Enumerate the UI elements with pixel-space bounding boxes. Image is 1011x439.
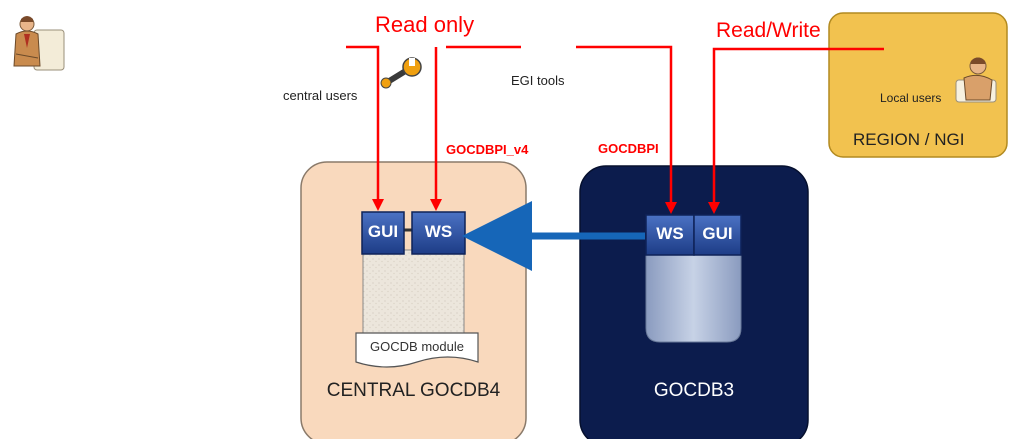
gocdb3-ws-tile (645, 214, 695, 256)
central-gui-label: GUI (367, 222, 399, 241)
central-gocdb4-title: CENTRAL GOCDB4 (326, 380, 501, 401)
central-ws-tile (411, 211, 466, 255)
gocdb3-title: GOCDB3 (653, 380, 735, 401)
wrench-icon (380, 57, 422, 89)
central-gui-tile (361, 211, 405, 255)
person-icon (13, 16, 65, 71)
central-database (362, 249, 465, 346)
gocdb-module-label: GOCDB module (370, 339, 464, 354)
egi-tools-label: EGI tools (511, 73, 565, 88)
central-ws-label: WS (424, 222, 453, 241)
gocdbpi-label: GOCDBPI (598, 141, 659, 156)
gocdb3-database (645, 249, 742, 343)
read-write-label: Read/Write (716, 19, 821, 42)
read-write-line (712, 47, 884, 209)
gocdb3-gui-tile (693, 214, 742, 256)
central-users-label: central users (283, 88, 358, 103)
read-only-arrowheads (372, 199, 677, 214)
read-write-arrowhead (708, 202, 720, 214)
read-only-label: Read only (375, 12, 475, 37)
gocdb3-ws-label: WS (656, 224, 684, 243)
local-users-label: Local users (880, 91, 942, 105)
gocdb3-gui-label: GUI (702, 224, 733, 243)
read-only-lines (346, 45, 673, 209)
person-icon (955, 57, 997, 103)
gocdbpi-v4-label: GOCDBPI_v4 (446, 142, 529, 157)
gocdb-module-doc (355, 332, 479, 368)
region-title: REGION / NGI (853, 130, 965, 149)
